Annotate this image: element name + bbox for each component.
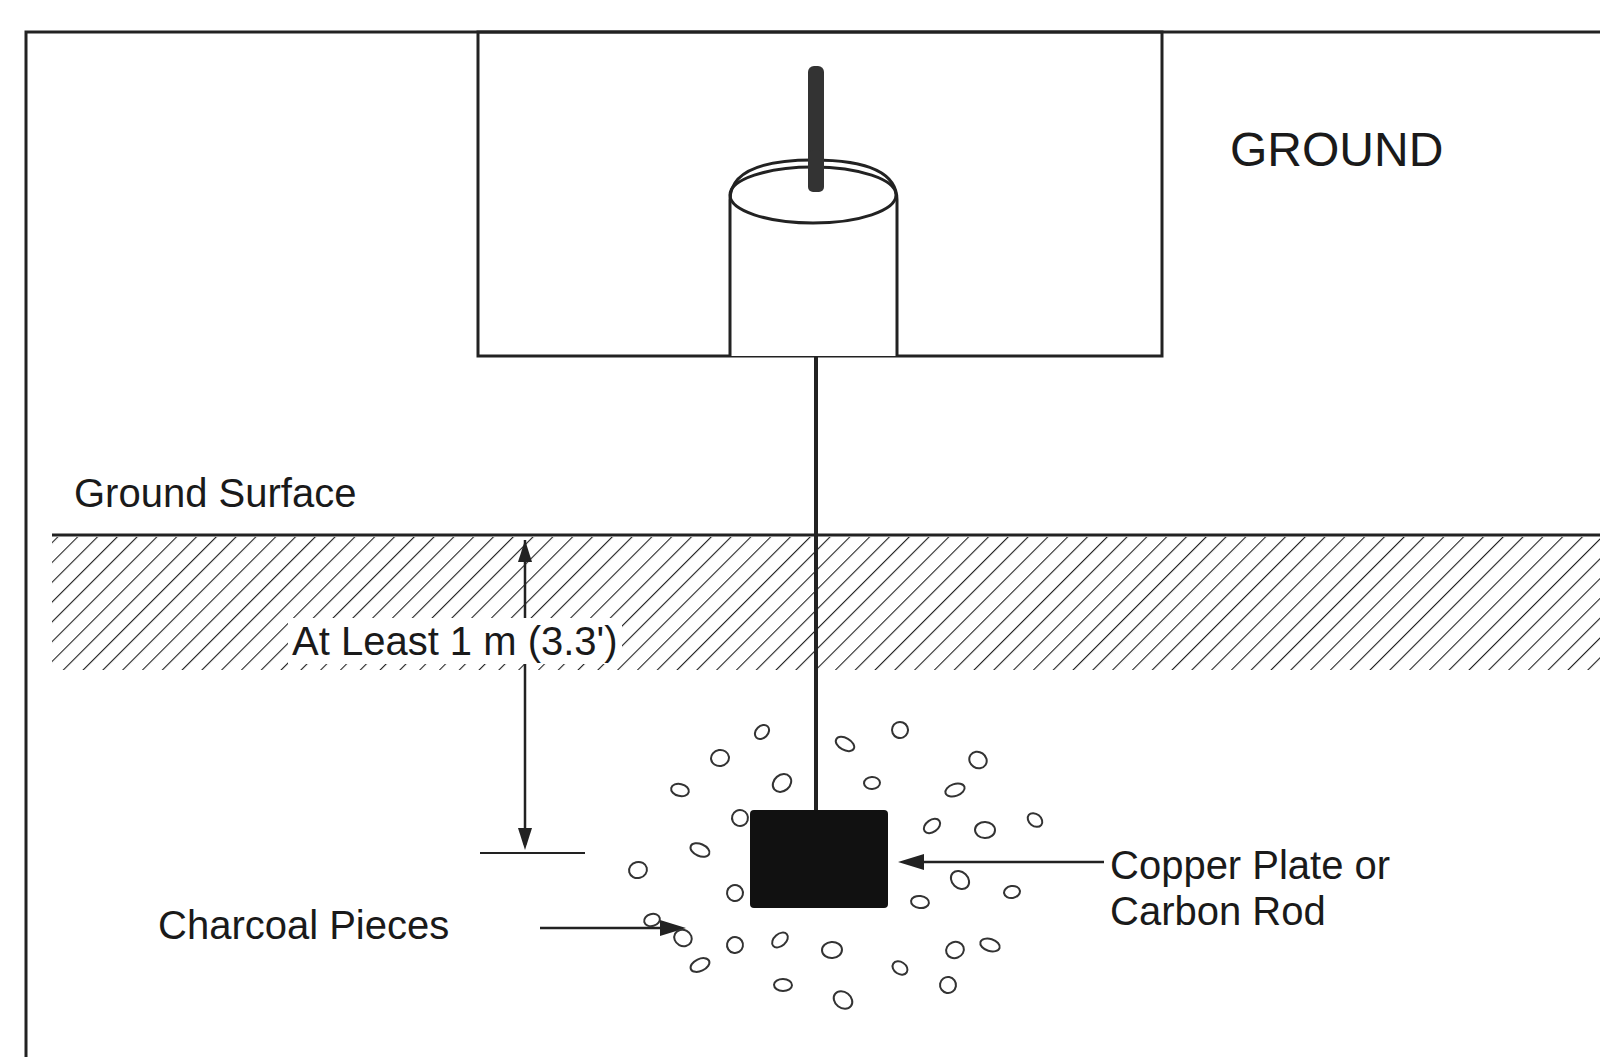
soil-hatch bbox=[52, 537, 1600, 670]
ground-surface-line bbox=[52, 534, 1600, 537]
charcoal-piece bbox=[1003, 885, 1021, 899]
charcoal-piece bbox=[726, 936, 745, 955]
device-title: GROUND bbox=[1230, 122, 1443, 177]
charcoal-piece bbox=[670, 782, 690, 798]
charcoal-piece bbox=[627, 860, 648, 880]
dimension-line bbox=[524, 540, 527, 845]
leader-line bbox=[540, 927, 665, 930]
charcoal-piece bbox=[833, 734, 856, 754]
charcoal-piece bbox=[979, 936, 1002, 953]
charcoal-piece bbox=[937, 974, 959, 996]
charcoal-piece bbox=[1025, 810, 1045, 829]
charcoal-piece bbox=[688, 841, 711, 860]
charcoal-piece bbox=[688, 955, 711, 974]
charcoal-piece bbox=[643, 912, 662, 928]
panel-box bbox=[478, 32, 1162, 356]
charcoal-piece bbox=[821, 941, 842, 958]
charcoal-piece bbox=[769, 930, 790, 951]
charcoal-piece bbox=[975, 822, 996, 839]
charcoal-piece bbox=[889, 719, 910, 740]
charcoal-pieces bbox=[627, 719, 1045, 1012]
outer-frame bbox=[26, 32, 1600, 1057]
charcoal-piece bbox=[710, 749, 730, 767]
part-label: Charcoal Pieces bbox=[158, 902, 449, 948]
charcoal-piece bbox=[890, 959, 910, 978]
charcoal-piece bbox=[671, 927, 694, 950]
leader-arrowhead bbox=[660, 920, 686, 936]
terminal-rod bbox=[808, 66, 824, 192]
charcoal-piece bbox=[774, 979, 792, 991]
charcoal-piece bbox=[944, 939, 966, 960]
leader-line bbox=[920, 861, 1104, 864]
leader-arrowhead bbox=[898, 854, 924, 870]
charcoal-piece bbox=[944, 781, 967, 799]
charcoal-piece bbox=[769, 770, 795, 795]
part-label: Copper Plate or Carbon Rod bbox=[1110, 842, 1470, 934]
charcoal-piece bbox=[830, 988, 856, 1013]
charcoal-piece bbox=[724, 882, 746, 904]
dimension-tick bbox=[480, 852, 585, 854]
charcoal-piece bbox=[752, 722, 772, 742]
terminal-rod bbox=[808, 150, 824, 192]
charcoal-piece bbox=[947, 867, 973, 892]
surface-label: Ground Surface bbox=[74, 470, 356, 516]
dimension-arrowhead bbox=[518, 828, 532, 850]
depth-dimension: At Least 1 m (3.3') bbox=[288, 618, 622, 664]
charcoal-piece bbox=[921, 816, 943, 836]
copper-plate bbox=[750, 810, 888, 908]
charcoal-piece bbox=[966, 748, 990, 771]
dimension-arrowhead bbox=[518, 540, 532, 562]
charcoal-piece bbox=[910, 895, 929, 909]
charcoal-piece bbox=[864, 777, 881, 790]
charcoal-piece bbox=[730, 808, 750, 828]
ground-wire bbox=[814, 356, 818, 812]
